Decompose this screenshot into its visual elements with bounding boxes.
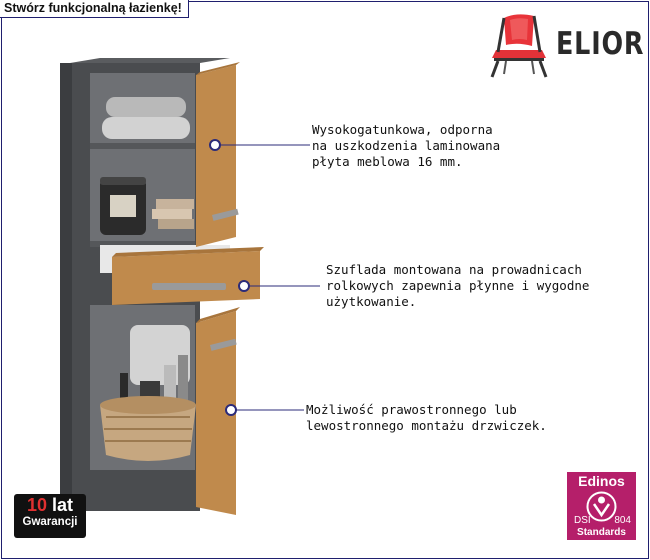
- callout-drawer: Szuflada montowana na prowadnicach rolko…: [326, 262, 590, 309]
- callout-line-1-extension: [310, 144, 311, 145]
- chair-icon: [490, 14, 548, 78]
- callout-line-3: [225, 404, 304, 416]
- callout-material: Wysokogatunkowa, odporna na uszkodzenia …: [312, 122, 501, 169]
- wicker-basket: [100, 396, 196, 461]
- certificate-left-code: DSI: [574, 515, 591, 526]
- candle-jar: [100, 177, 146, 235]
- brand-logo: [490, 14, 548, 78]
- callout-line-1: [209, 139, 310, 151]
- certificate-badge: Edinos DSI 804 Standards: [567, 472, 636, 540]
- lower-door: [196, 307, 240, 515]
- warranty-badge: 10 lat Gwarancji: [14, 494, 86, 538]
- certificate-standard: Standards: [577, 527, 626, 538]
- warranty-years: 10 lat: [26, 495, 74, 515]
- callout-doors: Możliwość prawostronnego lub lewostronne…: [306, 402, 547, 433]
- towels: [102, 97, 190, 139]
- warranty-label: Gwarancji: [22, 516, 78, 528]
- drawer: [100, 245, 264, 305]
- page-title: Stwórz funkcjonalną łazienkę!: [0, 0, 189, 18]
- soap-bars: [152, 199, 194, 229]
- brand-name: ELIOR: [556, 26, 645, 62]
- callout-line-2: [238, 280, 320, 292]
- certificate-brand: Edinos: [578, 473, 625, 489]
- person-icon: [586, 491, 617, 522]
- certificate-right-code: 804: [614, 515, 631, 526]
- cabinet-illustration: [60, 58, 320, 515]
- upper-door: [196, 62, 240, 247]
